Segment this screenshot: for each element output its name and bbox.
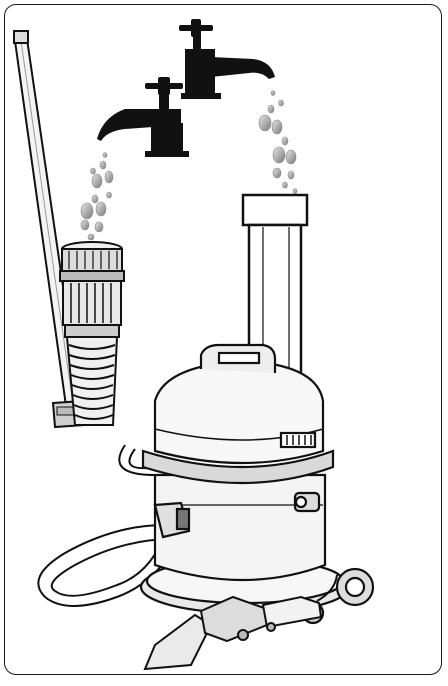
vacuum-illustration bbox=[5, 5, 448, 686]
cold-tap-icon bbox=[97, 77, 189, 157]
hot-tap-icon bbox=[179, 19, 275, 99]
illustration-frame bbox=[4, 4, 442, 675]
vacuum-tank-icon bbox=[141, 345, 373, 623]
